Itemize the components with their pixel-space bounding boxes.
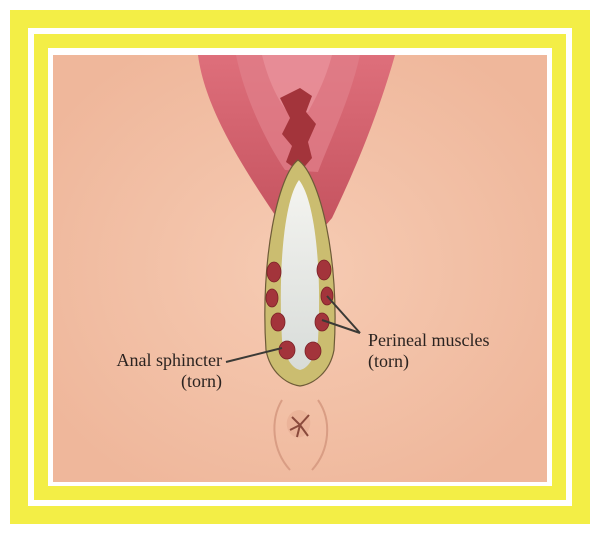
anal-sphincter-label-line2: (torn) <box>82 371 222 392</box>
perineal-muscles-label-line2: (torn) <box>368 351 489 372</box>
perineal-muscles-label-line1: Perineal muscles <box>368 330 489 351</box>
perineal-muscles-label: Perineal muscles (torn) <box>368 330 489 372</box>
anal-sphincter-label: Anal sphincter (torn) <box>82 350 222 392</box>
anal-sphincter-label-line1: Anal sphincter <box>82 350 222 371</box>
